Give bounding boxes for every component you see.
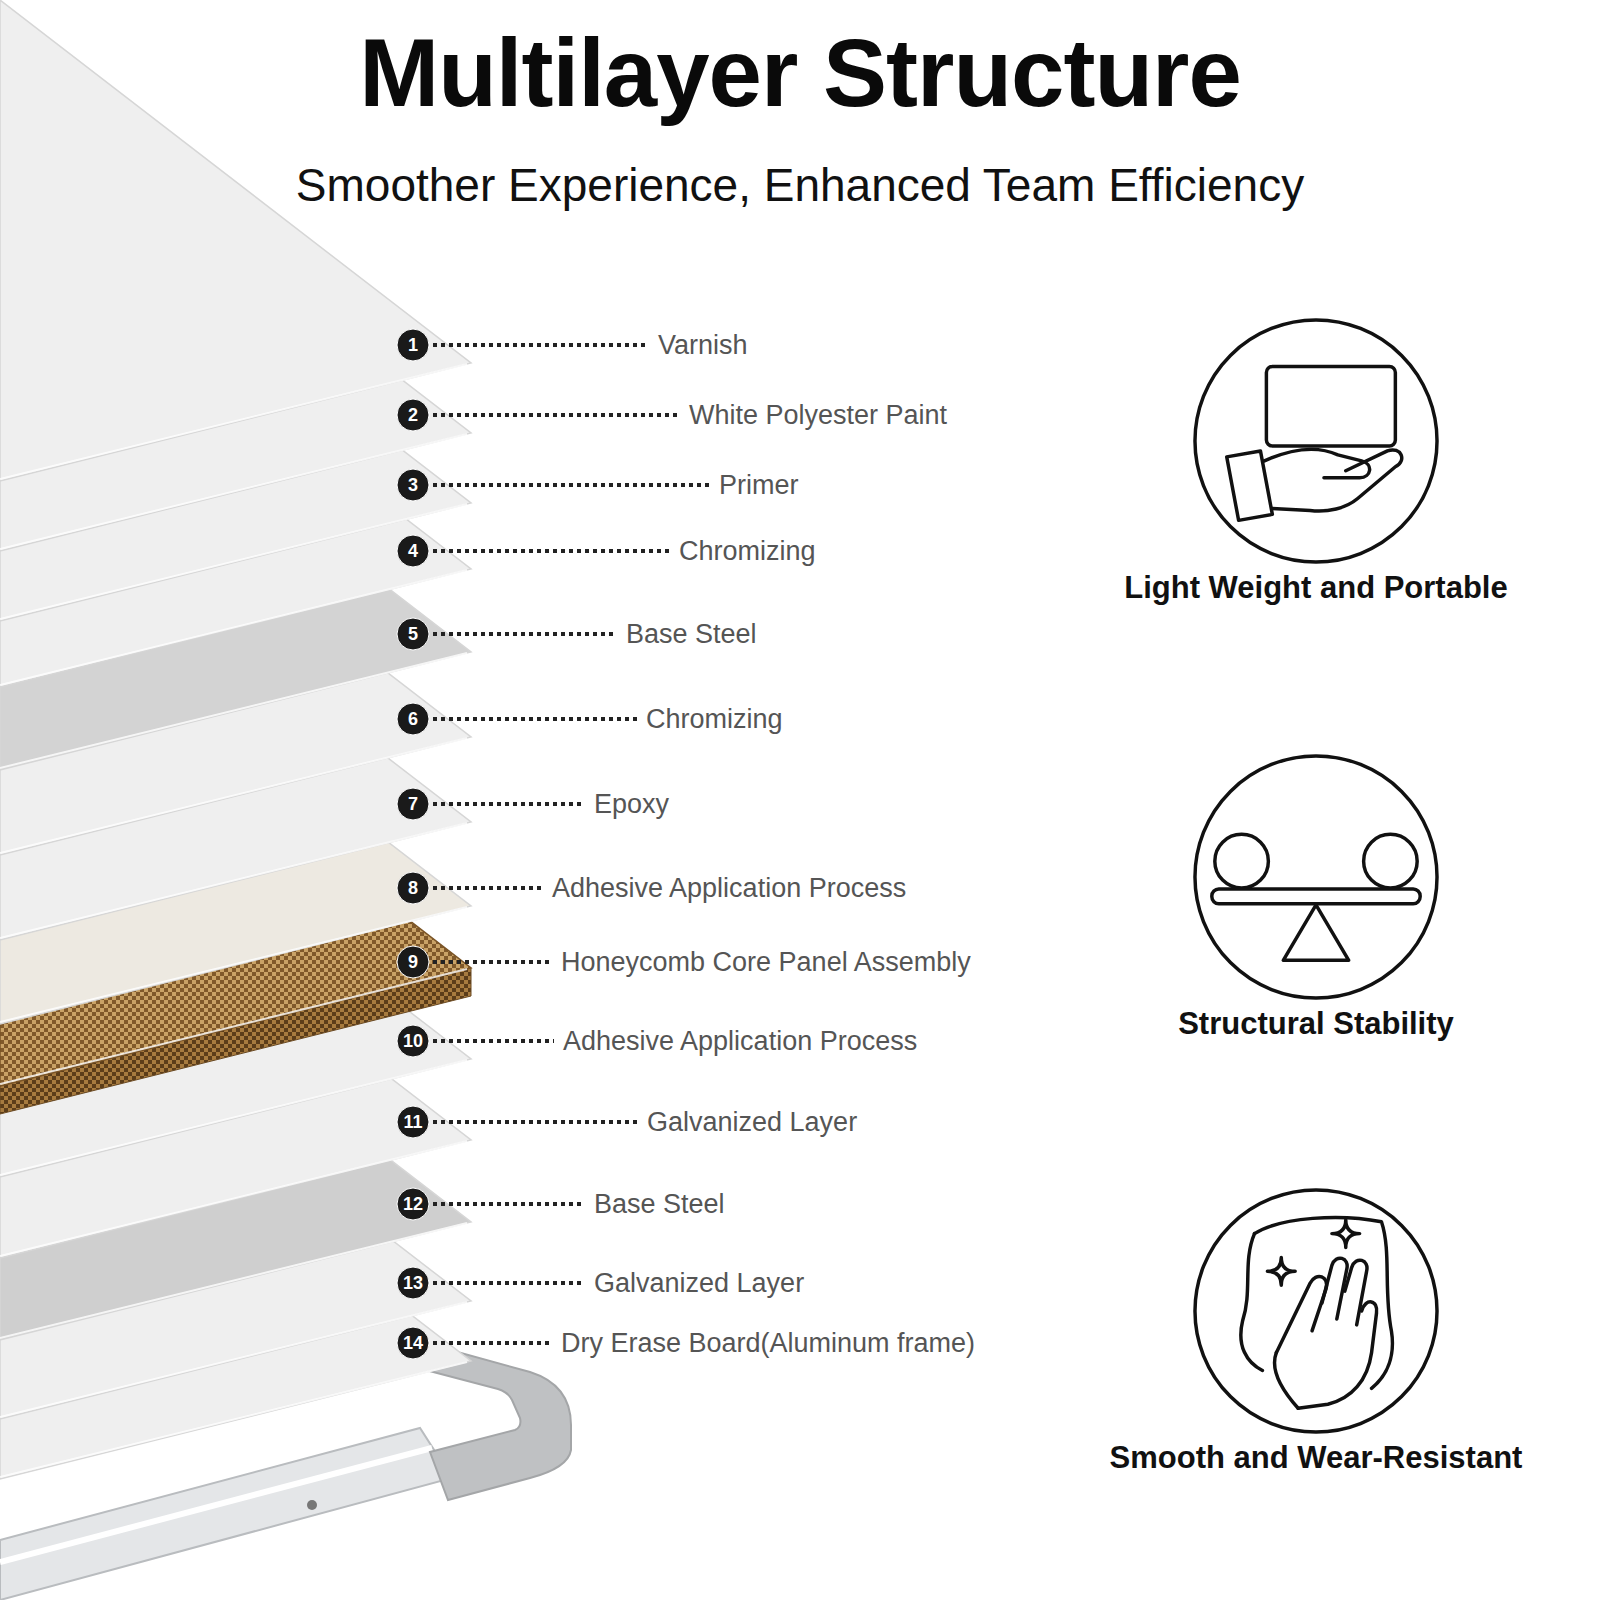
layer-name: Varnish: [658, 329, 748, 361]
sheet-edge: [0, 823, 467, 938]
feature-icon: [1241, 1218, 1393, 1409]
layer-name: Adhesive Application Process: [563, 1025, 917, 1057]
leader-line: [433, 1039, 554, 1043]
circle-border: [1195, 756, 1437, 998]
callout-number: 2: [397, 399, 429, 431]
circle-border: [1195, 320, 1437, 562]
callout-circle: [397, 1188, 429, 1220]
sheet-edge: [0, 364, 467, 479]
callout-number: 9: [397, 946, 429, 978]
leader-line: [433, 343, 649, 347]
sheet-stack: [0, 0, 471, 1479]
callout-circle: [397, 703, 429, 735]
callout-circle: [397, 1025, 429, 1057]
layer-name: Adhesive Application Process: [552, 872, 906, 904]
layer-name: Base Steel: [594, 1188, 725, 1220]
layer-name: White Polyester Paint: [689, 399, 947, 431]
frame-highlight: [0, 1448, 432, 1562]
leader-line: [433, 632, 617, 636]
leader-line: [433, 886, 543, 890]
feature-icon: [1212, 834, 1420, 960]
layer-name: Chromizing: [646, 703, 783, 735]
callout-number: 3: [397, 469, 429, 501]
circle-outline: [1192, 317, 1440, 565]
layer-name: Primer: [719, 469, 799, 501]
callout-number: 10: [397, 1025, 429, 1057]
layer-name: Honeycomb Core Panel Assembly: [561, 946, 971, 978]
callout-number: 12: [397, 1188, 429, 1220]
callout-circle: [397, 618, 429, 650]
leader-line: [433, 549, 670, 553]
callout-number: 11: [397, 1106, 429, 1138]
feature-circle: Structural Stability: [1192, 753, 1440, 1001]
callout-circle: [397, 399, 429, 431]
callout-circle: [397, 788, 429, 820]
callout-number: 1: [397, 329, 429, 361]
feature-caption: Smooth and Wear-Resistant: [1022, 1439, 1600, 1476]
feature-caption: Structural Stability: [1022, 1005, 1600, 1042]
sheet-edge: [0, 907, 467, 1022]
callout-circle: [397, 1106, 429, 1138]
circle-outline: [1192, 1187, 1440, 1435]
leader-line: [433, 1341, 552, 1345]
layer-name: Base Steel: [626, 618, 757, 650]
subtitle: Smoother Experience, Enhanced Team Effic…: [0, 158, 1600, 213]
leader-line: [433, 413, 680, 417]
circle-outline: [1192, 753, 1440, 1001]
title: Multilayer Structure: [0, 18, 1600, 128]
layer-name: Epoxy: [594, 788, 669, 820]
leader-line: [433, 1202, 585, 1206]
callout-number: 4: [397, 535, 429, 567]
leader-line: [433, 960, 552, 964]
callout-circle: [397, 329, 429, 361]
callout-circle: [397, 1327, 429, 1359]
callout-number: 8: [397, 872, 429, 904]
layer-name: Galvanized Layer: [647, 1106, 857, 1138]
feature-circle: Smooth and Wear-Resistant: [1192, 1187, 1440, 1435]
callout-number: 7: [397, 788, 429, 820]
callout-number: 13: [397, 1267, 429, 1299]
leader-line: [433, 802, 585, 806]
leader-line: [433, 1120, 638, 1124]
sheet-edge: [0, 653, 467, 768]
layer-name: Chromizing: [679, 535, 816, 567]
callout-circle: [397, 469, 429, 501]
callouts: [397, 329, 429, 1359]
callout-circle: [397, 946, 429, 978]
callout-number: 6: [397, 703, 429, 735]
layer-name: Galvanized Layer: [594, 1267, 804, 1299]
callout-circle: [397, 872, 429, 904]
leader-line: [433, 717, 637, 721]
callout-number: 14: [397, 1327, 429, 1359]
feature-caption: Light Weight and Portable: [1022, 569, 1600, 606]
layer-name: Dry Erase Board(Aluminum frame): [561, 1327, 975, 1359]
feature-circle: Light Weight and Portable: [1192, 317, 1440, 565]
leader-line: [433, 483, 710, 487]
callout-circle: [397, 535, 429, 567]
sheet-edge: [0, 738, 467, 853]
screw-hole: [307, 1500, 317, 1510]
callout-circle: [397, 1267, 429, 1299]
leader-line: [433, 1281, 585, 1285]
callout-number: 5: [397, 618, 429, 650]
circle-border: [1195, 1190, 1437, 1432]
feature-icon: [1227, 367, 1402, 521]
